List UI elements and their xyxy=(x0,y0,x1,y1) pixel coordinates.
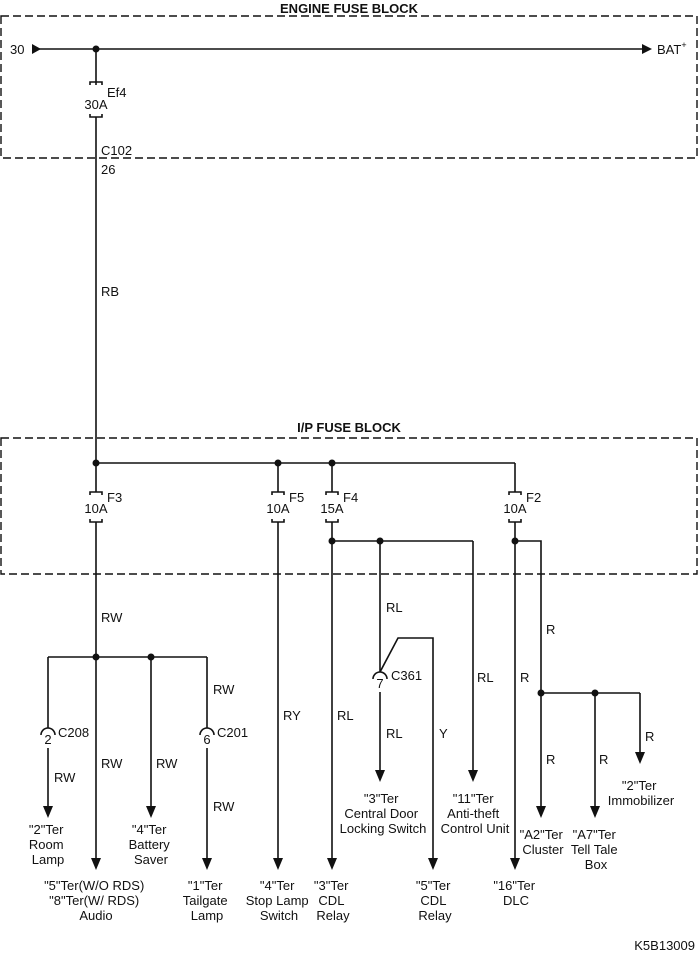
wire-label-r-branch: R xyxy=(546,622,555,637)
tailgate-lamp-label: "1"Ter Tailgate Lamp xyxy=(183,878,231,923)
battery-saver-label: "4"Ter Battery Saver xyxy=(129,822,174,867)
anti-theft-arrow xyxy=(468,770,478,782)
c208-pin: 2 xyxy=(44,732,51,747)
wire-r-cluster xyxy=(515,540,542,812)
wire-label-r-cluster: R xyxy=(546,752,555,767)
f5-name: F5 xyxy=(289,490,304,505)
wire-label-r-immobilizer: R xyxy=(645,729,654,744)
wire-label-rb: RB xyxy=(101,284,119,299)
audio-label: "5"Ter(W/O RDS) "8"Ter(W/ RDS) Audio xyxy=(44,878,148,923)
wire-label-rl-branch: RL xyxy=(386,600,403,615)
supply-in-arrow xyxy=(32,44,41,54)
room-lamp-label: "2"Ter Room Lamp xyxy=(29,822,67,867)
bus-junction-f3 xyxy=(92,459,100,467)
rl-junction-main xyxy=(328,537,336,545)
r-junction-cluster xyxy=(537,689,545,697)
supply-out-arrow xyxy=(642,44,652,54)
f3-name: F3 xyxy=(107,490,122,505)
wire-label-rw-c201: RW xyxy=(213,682,235,697)
anti-theft-label: "11"Ter Anti-theft Control Unit xyxy=(441,791,510,836)
f3-rating: 10A xyxy=(84,501,107,516)
ef4-fuse-bottom xyxy=(89,114,103,118)
wire-label-rl-cdl: RL xyxy=(337,708,354,723)
wire-label-ry: RY xyxy=(283,708,301,723)
central-door-switch-arrow xyxy=(375,770,385,782)
f4-name: F4 xyxy=(343,490,358,505)
ef4-rating: 30A xyxy=(84,97,107,112)
c102-name: C102 xyxy=(101,143,132,158)
c102-pin: 26 xyxy=(101,162,115,177)
cdl-relay-3-label: "3"Ter CDL Relay xyxy=(314,878,352,923)
supply-right-label: BAT+ xyxy=(657,40,687,57)
wire-label-rw-saver: RW xyxy=(156,756,178,771)
ip-fuse-block-box xyxy=(0,437,698,575)
wire-label-rl-switch: RL xyxy=(386,726,403,741)
c361-pin: 7 xyxy=(376,676,383,691)
f4-rating: 15A xyxy=(320,501,343,516)
wire-label-rl-antitheft: RL xyxy=(477,670,494,685)
audio-arrow xyxy=(91,858,101,870)
tailgate-lamp-arrow xyxy=(202,858,212,870)
rw-junction-main xyxy=(92,653,100,661)
wire-label-rw-audio: RW xyxy=(101,756,123,771)
cdl-relay-5-label: "5"Ter CDL Relay xyxy=(416,878,454,923)
c208-connector-symbol xyxy=(40,727,56,736)
figure-code: K5B13009 xyxy=(634,938,695,953)
tell-tale-arrow xyxy=(590,806,600,818)
engine-fuse-block-title: ENGINE FUSE BLOCK xyxy=(280,1,419,16)
wire-label-rw-main: RW xyxy=(101,610,123,625)
c361-name: C361 xyxy=(391,668,422,683)
battery-saver-arrow xyxy=(146,806,156,818)
stop-lamp-switch-arrow xyxy=(273,858,283,870)
wire-label-rw-room: RW xyxy=(54,770,76,785)
immobilizer-label: "2"Ter Immobilizer xyxy=(608,778,675,808)
stop-lamp-switch-label: "4"Ter Stop Lamp Switch xyxy=(246,878,313,923)
f2-name: F2 xyxy=(526,490,541,505)
f2-rating: 10A xyxy=(503,501,526,516)
tell-tale-box-label: "A7"Ter Tell Tale Box xyxy=(571,827,621,872)
dlc-label: "16"Ter DLC xyxy=(493,878,538,908)
ip-fuse-block-title: I/P FUSE BLOCK xyxy=(297,420,401,435)
room-lamp-arrow xyxy=(43,806,53,818)
c201-pin: 6 xyxy=(203,732,210,747)
bus-junction-f5 xyxy=(274,459,282,467)
c201-connector-symbol xyxy=(199,727,215,736)
c201-name: C201 xyxy=(217,725,248,740)
cluster-label: "A2"Ter Cluster xyxy=(520,827,567,857)
engine-fuse-block-box xyxy=(0,15,698,159)
supply-left-label: 30 xyxy=(10,42,24,57)
f5-rating: 10A xyxy=(266,501,289,516)
wire-y xyxy=(379,637,434,864)
c208-name: C208 xyxy=(58,725,89,740)
central-door-switch-label: "3"Ter Central Door Locking Switch xyxy=(340,791,427,836)
cdl-relay-5-arrow xyxy=(428,858,438,870)
bus-junction-f4 xyxy=(328,459,336,467)
cluster-arrow xyxy=(536,806,546,818)
ef4-name: Ef4 xyxy=(107,85,127,100)
cdl-relay-3-arrow xyxy=(327,858,337,870)
wire-label-rw-tailgate: RW xyxy=(213,799,235,814)
dlc-arrow xyxy=(510,858,520,870)
immobilizer-arrow xyxy=(635,752,645,764)
ef4-fuse-top xyxy=(89,81,103,85)
wire-label-y: Y xyxy=(439,726,448,741)
wire-label-r-dlc: R xyxy=(520,670,529,685)
wire-label-r-telltale: R xyxy=(599,752,608,767)
